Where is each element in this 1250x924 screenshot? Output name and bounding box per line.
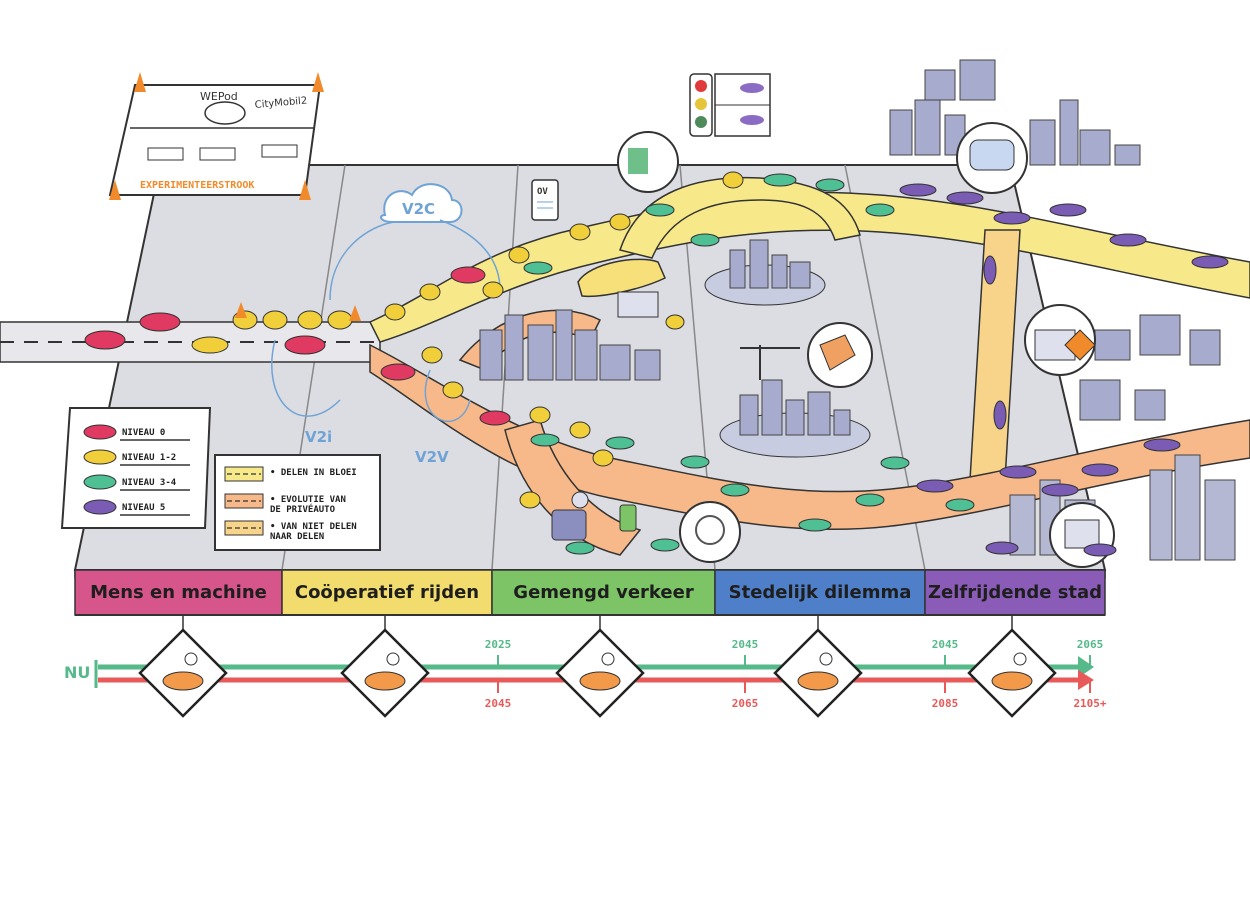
timeline-milestone — [340, 615, 430, 718]
traffic-cone-icon — [349, 305, 361, 321]
phase-banner: Mens en machine Coöperatief rijden Gemengd… — [74, 569, 1106, 616]
milestone-figure-icon — [184, 652, 198, 666]
phase-segment: Coöperatief rijden — [281, 569, 493, 616]
v2i-label: V2i — [305, 428, 332, 446]
timeline-start-label: NU — [64, 663, 90, 682]
milestone-car-icon — [364, 671, 406, 691]
vignette-cyclist — [1024, 304, 1096, 376]
milestone-car-icon — [579, 671, 621, 691]
legend-level-item: NIVEAU 1-2 — [83, 449, 190, 466]
experiment-strip-sign: WEPod CityMobil2 EXPERIMENTEERSTROOK — [108, 72, 324, 200]
phase-block — [924, 569, 1106, 616]
phase-segment: Zelfrijdende stad — [924, 569, 1106, 616]
timeline-red-year: 2065 — [732, 697, 759, 710]
phase-label: Stedelijk dilemma — [729, 582, 912, 603]
traffic-cone-icon — [109, 180, 121, 200]
robot-icon — [551, 491, 637, 541]
road-cones — [235, 302, 361, 321]
phase-label: Gemengd verkeer — [513, 582, 694, 603]
legend-car-icon — [83, 499, 117, 515]
timeline-milestone — [138, 615, 228, 718]
timeline-red-year: 2105+ — [1073, 697, 1106, 710]
sign-experiment-label: EXPERIMENTEERSTROOK — [140, 180, 254, 191]
timeline-green-year: 2045 — [932, 638, 959, 651]
cars-level-0 — [84, 266, 511, 426]
v2v-label: V2V — [415, 448, 449, 466]
cars-level-3-4 — [523, 173, 975, 555]
phase-block — [714, 569, 926, 616]
timeline-green-year: 2025 — [485, 638, 512, 651]
vignette-passengers — [956, 122, 1028, 194]
legend-level-label: NIVEAU 1-2 — [122, 453, 176, 463]
phase-block — [281, 569, 493, 616]
legend-car-icon — [83, 474, 117, 490]
vignette-roadworks — [807, 322, 873, 388]
phase-segment: Mens en machine — [74, 569, 283, 616]
v2c-label: V2C — [402, 200, 435, 218]
phase-label: Coöperatief rijden — [295, 582, 479, 603]
phase-segment: Stedelijk dilemma — [714, 569, 926, 616]
warning-sign-icon — [1064, 329, 1096, 361]
sign-citymobil-label: CityMobil2 — [254, 95, 307, 111]
milestone-figure-icon — [386, 652, 400, 666]
phase-label: Zelfrijdende stad — [928, 582, 1102, 603]
timeline-milestone — [967, 615, 1057, 718]
legend-level-label: NIVEAU 3-4 — [122, 478, 177, 488]
legend-level-label: NIVEAU 0 — [122, 428, 165, 438]
legend-level-item: NIVEAU 3-4 — [83, 474, 190, 491]
phase-label: Mens en machine — [90, 582, 267, 603]
legend-road-label: • DELEN IN BLOEI — [270, 468, 357, 478]
legend-road-item: • DELEN IN BLOEI — [224, 466, 357, 482]
milestone-car-icon — [162, 671, 204, 691]
milestone-figure-icon — [819, 652, 833, 666]
traffic-cone-icon — [134, 72, 146, 92]
city-island-bottom — [719, 345, 871, 458]
timeline-milestone — [773, 615, 863, 718]
timeline-green-year: 2065 — [1077, 638, 1104, 651]
v2c-cloud: V2C — [379, 183, 463, 223]
legend-car-icon — [83, 424, 117, 440]
timeline-red-year: 2045 — [485, 697, 512, 710]
ov-label: OV — [537, 187, 548, 197]
timeline-milestone — [555, 615, 645, 718]
vignette-parking — [617, 131, 679, 193]
communication-arcs — [271, 219, 501, 422]
milestone-car-icon — [991, 671, 1033, 691]
legend-level-item: NIVEAU 0 — [83, 424, 190, 441]
tram-icon — [577, 258, 666, 318]
cars-level-5 — [899, 183, 1229, 557]
vignette-commuter — [1049, 502, 1115, 568]
vignette-driver — [679, 501, 741, 563]
milestone-figure-icon — [1013, 652, 1027, 666]
city-island-top — [704, 239, 826, 306]
traffic-light-icon — [689, 73, 771, 137]
traffic-cone-icon — [235, 302, 247, 318]
traffic-cone-icon — [312, 72, 324, 92]
traffic-cone-icon — [299, 180, 311, 200]
legend-level-item: NIVEAU 5 — [83, 499, 190, 516]
legend-car-icon — [83, 449, 117, 465]
legend-level-label: NIVEAU 5 — [122, 503, 165, 513]
ov-sign: OV — [531, 179, 559, 221]
city-center — [479, 309, 661, 381]
road-private-branch — [504, 419, 642, 556]
timeline-red-arrowhead — [1078, 670, 1094, 690]
sign-wepod-label: WEPod — [200, 90, 238, 103]
timeline-green-year: 2045 — [732, 638, 759, 651]
phase-segment: Gemengd verkeer — [491, 569, 716, 616]
milestone-car-icon — [797, 671, 839, 691]
milestone-figure-icon — [601, 652, 615, 666]
cars-level-1-2 — [191, 171, 744, 509]
timeline-red-year: 2085 — [932, 697, 959, 710]
road-sharing-loop — [619, 176, 861, 259]
